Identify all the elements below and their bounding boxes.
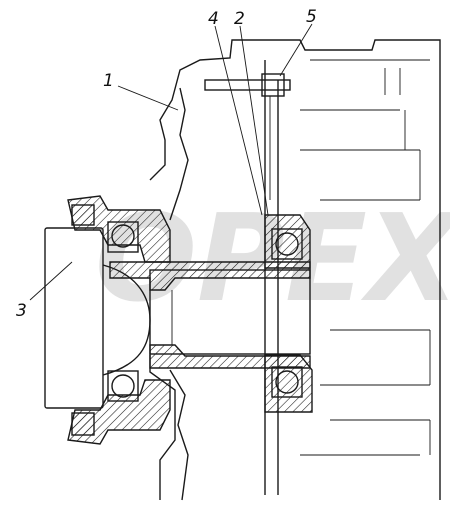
shaft-wall-lower <box>149 344 311 369</box>
callout-2: 2 <box>234 9 245 29</box>
leader-2 <box>239 25 269 216</box>
leader-4 <box>214 25 263 216</box>
bolt <box>204 73 291 200</box>
bearing-ball-right-top <box>275 232 299 256</box>
bearing-ball-right-bottom <box>275 370 299 394</box>
shaft <box>109 261 311 369</box>
callout-5: 5 <box>306 7 317 27</box>
shaft-wall-upper <box>109 261 311 291</box>
bolt-head <box>261 73 285 97</box>
housing-outer-contour <box>149 39 441 500</box>
callout-3: 3 <box>16 301 27 321</box>
seal-top <box>71 204 95 226</box>
end-cap-body <box>44 227 104 409</box>
seals <box>71 204 95 436</box>
leader-1 <box>117 85 179 111</box>
bearing-race-left-top <box>107 221 139 253</box>
callout-1: 1 <box>103 71 114 91</box>
bearing-seat-upper <box>264 214 311 269</box>
leaders <box>29 23 313 301</box>
housing <box>149 39 441 501</box>
bolt-shank <box>204 79 291 91</box>
bearing-ball-left-top <box>111 224 135 248</box>
callout-4: 4 <box>208 9 219 29</box>
housing-inner-wall <box>169 87 189 221</box>
callouts: 1 2 3 4 5 <box>16 7 317 321</box>
bearings <box>107 221 303 402</box>
seal-bottom <box>71 412 95 436</box>
bearing-race-right-top <box>271 228 303 260</box>
housing-lower-wall <box>169 369 189 501</box>
leader-3 <box>29 261 73 301</box>
bearing-race-left-bottom <box>107 370 139 402</box>
bearing-seat-lower <box>264 354 313 413</box>
bearing-ball-left-bottom <box>111 374 135 398</box>
leader-5 <box>279 23 313 77</box>
housing-top-detail <box>310 59 430 95</box>
bearing-race-right-bottom <box>271 366 303 398</box>
housing-ribs <box>300 109 431 456</box>
